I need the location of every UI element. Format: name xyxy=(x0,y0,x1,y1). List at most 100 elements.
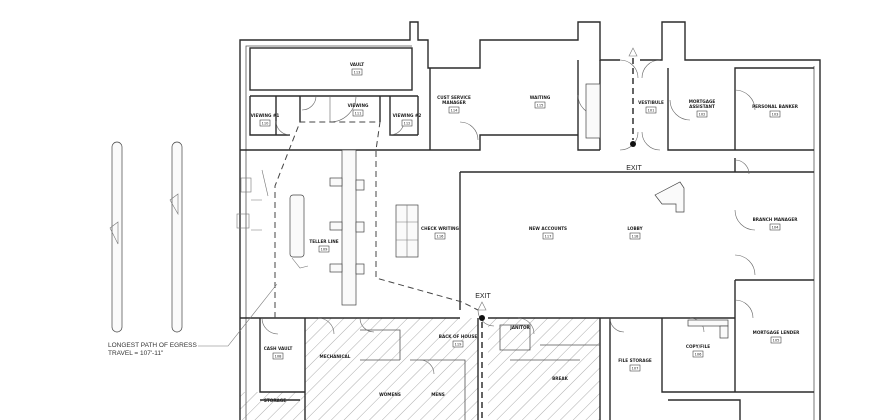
room-number-box xyxy=(645,106,657,114)
room-storage: STORAGE xyxy=(264,398,286,403)
room-name: CHECK WRITING xyxy=(421,226,460,231)
room-name: MENS xyxy=(431,392,445,397)
exit-north-marker xyxy=(630,141,636,147)
room-name: LOBBY xyxy=(627,226,643,231)
room-name: WOMENS xyxy=(379,392,401,397)
room-teller-line: TELLER LINE 109 xyxy=(309,239,339,253)
room-mechanical: MECHANICAL xyxy=(320,354,351,359)
room-number: 115 xyxy=(537,104,544,108)
room-name: VIEWING #2 xyxy=(393,113,422,118)
room-break: BREAK xyxy=(552,376,569,381)
room-number-box xyxy=(352,109,364,117)
room-vestibule: VESTIBULE 101 xyxy=(638,100,664,114)
exit-south-marker xyxy=(479,315,485,321)
exterior-columns xyxy=(109,141,183,333)
room-number-box xyxy=(629,364,641,372)
room-name: VAULT xyxy=(350,62,364,67)
room-number: 114 xyxy=(451,109,459,113)
room-name: MANAGER xyxy=(442,100,466,105)
room-name: VIEWING #1 xyxy=(251,113,280,118)
room-number-box xyxy=(351,68,363,76)
room-viewing: VIEWING 111 xyxy=(348,103,369,117)
egress-note-line1: LONGEST PATH OF EGRESS xyxy=(108,342,198,349)
room-name: CUST SERVICE xyxy=(437,95,471,100)
room-janitor: JANITOR xyxy=(509,325,530,330)
hatched-service-area xyxy=(240,318,600,420)
room-number: 101 xyxy=(648,109,655,113)
room-personal-banker: PERSONAL BANKER 103 xyxy=(752,104,799,118)
room-name: STORAGE xyxy=(264,398,286,403)
room-number: 119 xyxy=(455,343,463,347)
room-number-box xyxy=(318,245,330,253)
room-number-box xyxy=(770,336,782,344)
room-mens: MENS xyxy=(431,392,445,397)
room-viewing-2: VIEWING #2 112 xyxy=(393,113,422,127)
room-name: ASSISTANT xyxy=(689,104,715,109)
exit-south-label: EXIT xyxy=(475,293,491,300)
room-number-box xyxy=(696,110,708,118)
room-number-box xyxy=(769,110,781,118)
exterior-walls xyxy=(239,21,821,420)
room-back-of-house: BACK OF HOUSE 119 xyxy=(439,334,478,348)
room-name: WAITING xyxy=(530,95,551,100)
room-viewing-1: VIEWING #1 110 xyxy=(251,113,280,127)
room-waiting: WAITING 115 xyxy=(530,95,551,109)
room-name: PERSONAL BANKER xyxy=(752,104,799,109)
check-writing-desk xyxy=(395,204,419,258)
room-number: 110 xyxy=(262,122,270,126)
room-branch-manager: BRANCH MANAGER 104 xyxy=(753,217,799,231)
room-number-box xyxy=(692,350,704,358)
room-name: VESTIBULE xyxy=(638,100,664,105)
room-name: MORTGAGE LENDER xyxy=(753,330,800,335)
room-number: 107 xyxy=(632,367,639,371)
room-number-box xyxy=(534,101,546,109)
room-number: 108 xyxy=(275,355,283,359)
room-womens: WOMENS xyxy=(379,392,401,397)
egress-paths xyxy=(198,47,638,420)
room-name: VIEWING xyxy=(348,103,369,108)
room-new-accounts: NEW ACCOUNTS 117 xyxy=(529,226,567,240)
room-name: FILE STORAGE xyxy=(618,358,652,363)
room-number-box xyxy=(542,232,554,240)
room-file-storage: FILE STORAGE 107 xyxy=(618,358,652,372)
room-number-box xyxy=(448,106,460,114)
teller-counter xyxy=(289,149,365,306)
room-number: 105 xyxy=(773,339,780,343)
room-number: 109 xyxy=(321,248,329,252)
room-mortgage-lender: MORTGAGE LENDER 105 xyxy=(753,330,800,344)
room-name: MECHANICAL xyxy=(320,354,351,359)
room-number-box xyxy=(401,119,413,127)
room-name: MORTGAGE xyxy=(689,99,716,104)
room-name: COPY/FILE xyxy=(686,344,710,349)
interior-walls xyxy=(240,47,814,420)
room-number: 106 xyxy=(695,353,703,357)
egress-note-line2: TRAVEL = 107'-11" xyxy=(108,350,164,357)
room-name: TELLER LINE xyxy=(309,239,338,244)
room-name: BACK OF HOUSE xyxy=(439,334,478,339)
room-number: 112 xyxy=(404,122,411,126)
room-number: 104 xyxy=(772,226,780,230)
service-desk xyxy=(585,83,685,213)
room-number-box xyxy=(629,232,641,240)
room-name: JANITOR xyxy=(509,325,530,330)
room-number: 111 xyxy=(355,112,362,116)
room-name: BREAK xyxy=(552,376,569,381)
room-number-box xyxy=(769,223,781,231)
room-number-box xyxy=(434,232,446,240)
room-copy-file: COPY/FILE 106 xyxy=(686,344,710,358)
room-number-box xyxy=(272,352,284,360)
room-name: BRANCH MANAGER xyxy=(753,217,799,222)
room-number: 102 xyxy=(699,113,706,117)
room-cash-vault: CASH VAULT 108 xyxy=(264,346,293,360)
room-number-box xyxy=(452,340,464,348)
room-name: CASH VAULT xyxy=(264,346,293,351)
exit-north-label: EXIT xyxy=(626,165,642,172)
room-name: NEW ACCOUNTS xyxy=(529,226,567,231)
room-number: 117 xyxy=(545,235,552,239)
room-number: 103 xyxy=(772,113,779,117)
